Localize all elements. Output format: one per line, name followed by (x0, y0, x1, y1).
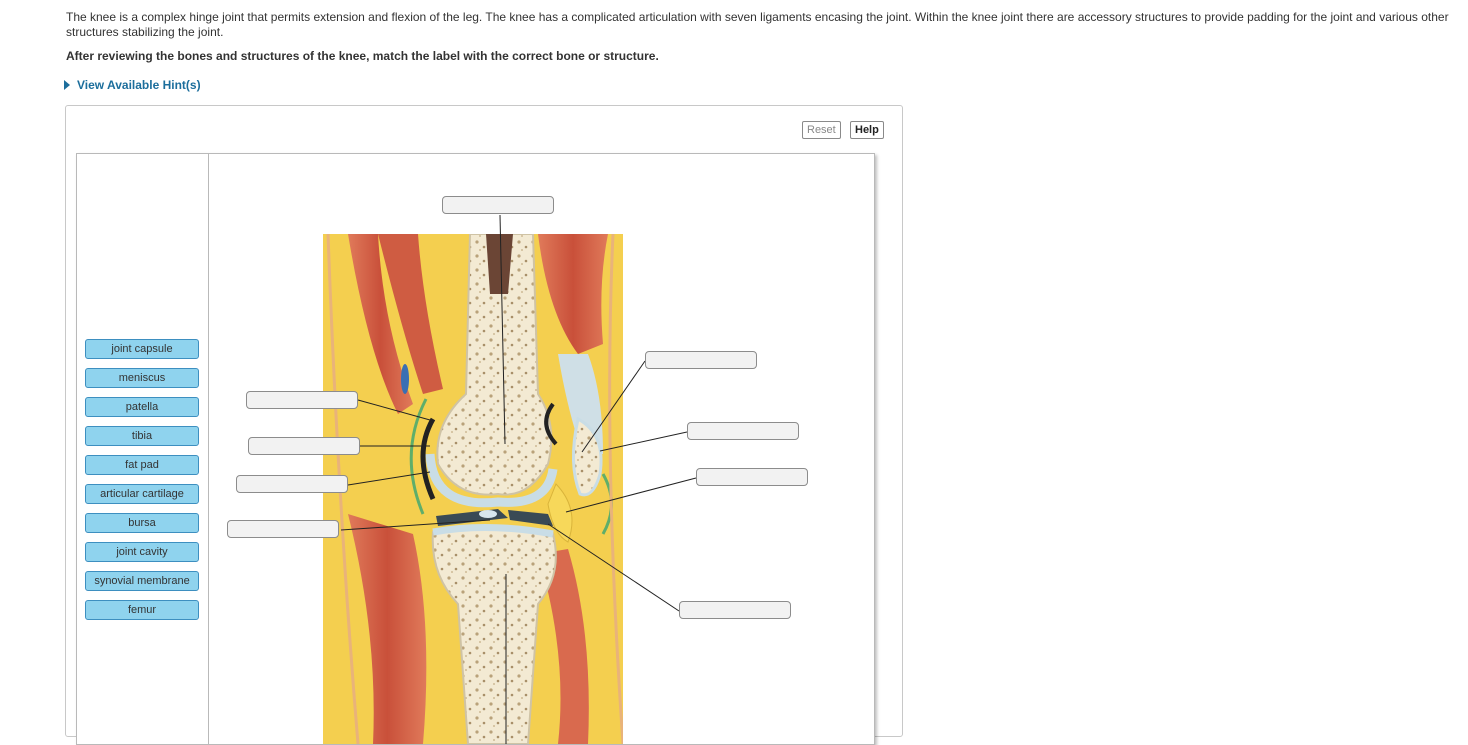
synovial-membrane-line (409, 398, 428, 515)
meniscus-highlight (479, 510, 497, 518)
label-femur[interactable]: femur (85, 600, 199, 620)
label-synovial-membrane[interactable]: synovial membrane (85, 571, 199, 591)
fat-pad-shape (547, 483, 573, 543)
posterior-muscle (378, 234, 443, 394)
view-hints-link[interactable]: View Available Hint(s) (64, 78, 201, 92)
label-joint-capsule[interactable]: joint capsule (85, 339, 199, 359)
marrow-cavity (486, 234, 513, 294)
instruction-text: After reviewing the bones and structures… (66, 49, 659, 63)
femur-bone (436, 234, 553, 496)
leader-line-2 (357, 399, 431, 421)
labeling-workspace: joint capsule meniscus patella tibia fat… (76, 153, 875, 745)
leader-lines (340, 214, 697, 744)
anterior-leg-muscle (538, 549, 589, 744)
hamstring-muscle (348, 234, 413, 414)
leg-section (323, 234, 623, 744)
help-button[interactable]: Help (850, 121, 884, 139)
skin-edge-posterior (326, 234, 360, 744)
label-tibia[interactable]: tibia (85, 426, 199, 446)
expand-triangle-icon (64, 80, 70, 90)
articular-cartilage-femur (425, 453, 558, 508)
label-articular-cartilage[interactable]: articular cartilage (85, 484, 199, 504)
label-joint-cavity[interactable]: joint cavity (85, 542, 199, 562)
knee-diagram-area (208, 154, 874, 744)
knee-anatomy-illustration (323, 214, 697, 744)
reset-button[interactable]: Reset (802, 121, 841, 139)
label-bank: joint capsule meniscus patella tibia fat… (77, 154, 209, 744)
patellar-joint-space (544, 402, 558, 446)
drop-target-4[interactable] (236, 475, 348, 493)
gastrocnemius-muscle (348, 514, 427, 744)
label-meniscus[interactable]: meniscus (85, 368, 199, 388)
drop-target-2[interactable] (246, 391, 358, 409)
leader-line-1 (499, 214, 506, 445)
drop-target-3[interactable] (248, 437, 360, 455)
meniscus-shape-2 (508, 510, 553, 526)
leader-line-7 (599, 431, 688, 452)
articular-cartilage-tibia (432, 523, 554, 538)
leader-line-5 (340, 519, 491, 531)
drop-target-5[interactable] (227, 520, 339, 538)
drop-target-1[interactable] (442, 196, 554, 214)
joint-cavity-shape (420, 417, 436, 501)
label-patella[interactable]: patella (85, 397, 199, 417)
view-hints-label: View Available Hint(s) (77, 78, 201, 92)
skin-edge-anterior (608, 234, 623, 744)
drop-target-6[interactable] (645, 351, 757, 369)
label-fat-pad[interactable]: fat pad (85, 455, 199, 475)
popliteal-vessel (401, 364, 409, 394)
leader-line-4 (347, 471, 431, 486)
label-bursa[interactable]: bursa (85, 513, 199, 533)
drop-target-9[interactable] (679, 601, 791, 619)
patella-bone (571, 416, 603, 497)
drop-target-7[interactable] (687, 422, 799, 440)
quadriceps-muscle (538, 234, 608, 354)
labeling-panel: Reset Help joint capsule meniscus patell… (65, 105, 903, 745)
drop-target-8[interactable] (696, 468, 808, 486)
intro-text: The knee is a complex hinge joint that p… (66, 10, 1449, 39)
leader-line-9 (547, 523, 680, 612)
leader-line-6 (581, 360, 646, 453)
leader-line-8 (565, 477, 697, 513)
